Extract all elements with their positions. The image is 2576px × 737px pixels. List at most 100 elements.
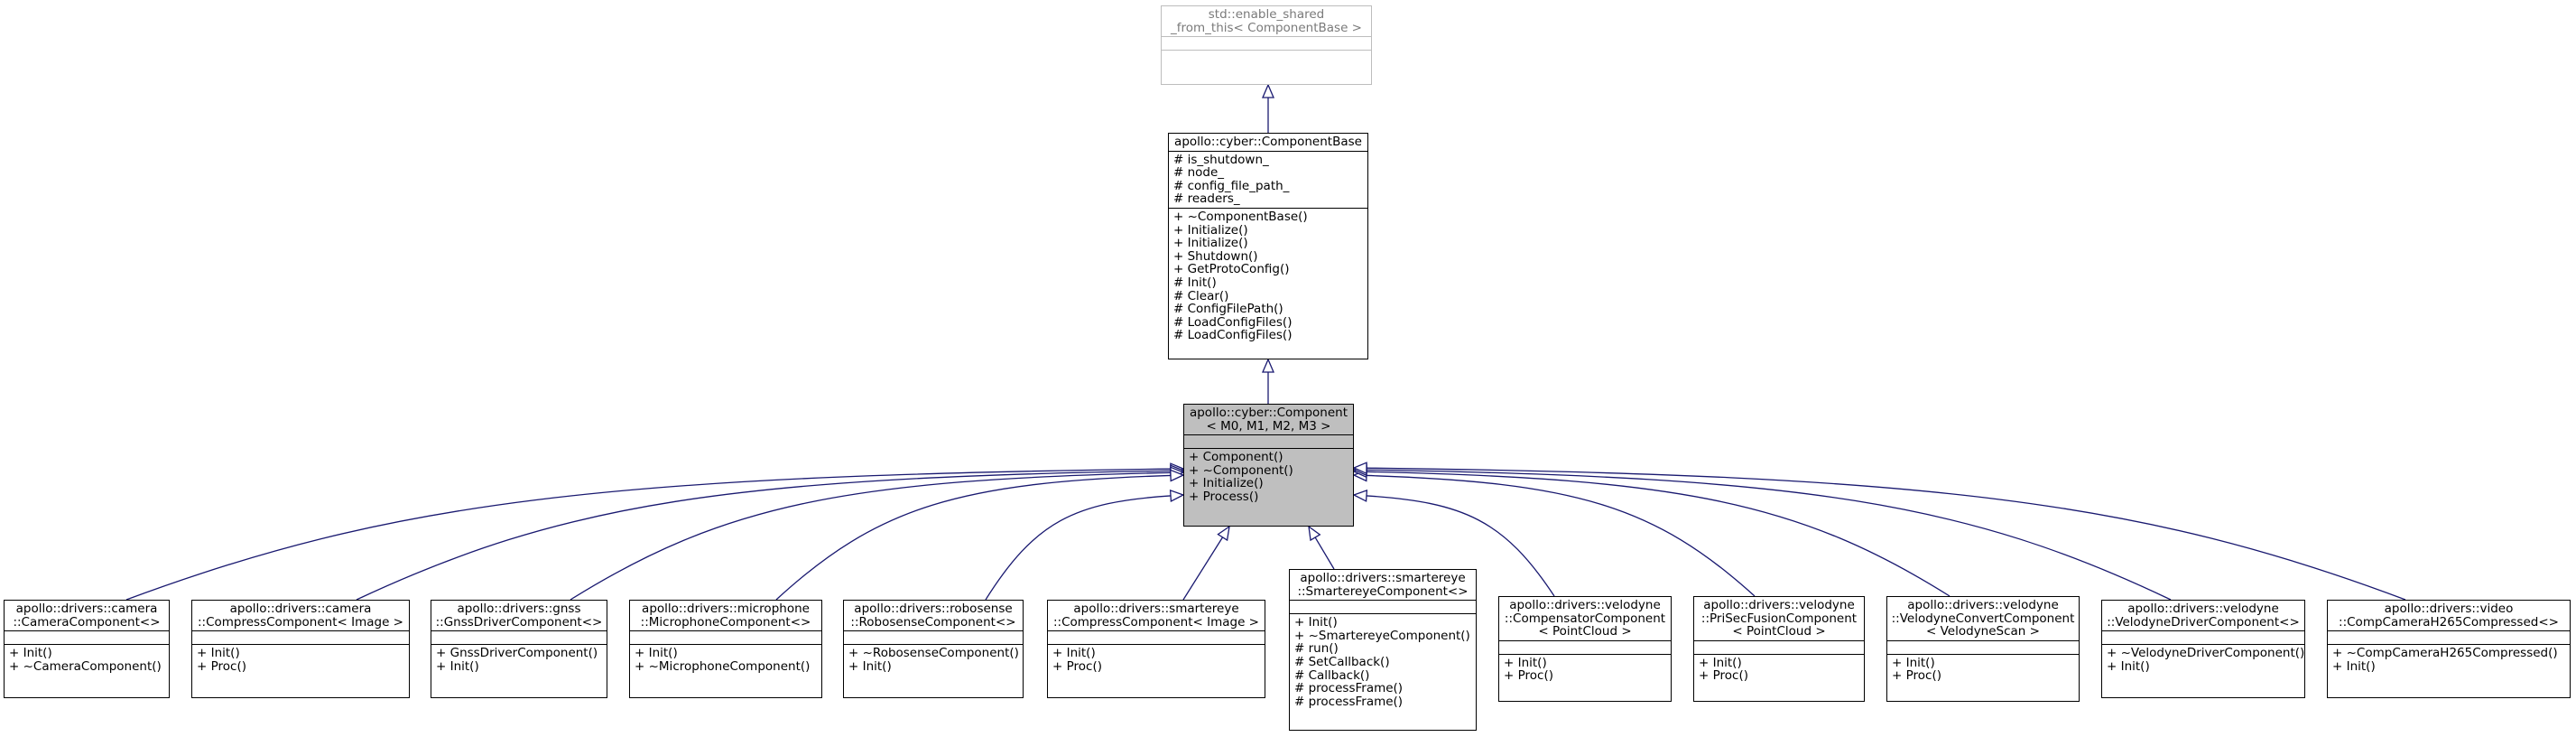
edge-velodyne-driver	[1366, 469, 2172, 601]
class-velodyne-convert-component[interactable]: apollo::drivers::velodyne::VelodyneConve…	[1886, 596, 2080, 702]
edge-velodyne-convert	[1366, 471, 1951, 597]
class-name-line: ::RobosenseComponent<>	[850, 614, 1016, 630]
method: + Init()	[635, 646, 678, 661]
class-name-line: ::CompressComponent< Image >	[1053, 614, 1259, 630]
class-smartereye-component[interactable]: apollo::drivers::smartereye::SmartereyeC…	[1289, 569, 1477, 731]
method: # Callback()	[1294, 667, 1370, 683]
methods-section: + Init()+ Proc()	[1499, 653, 1671, 698]
attributes-section	[192, 630, 409, 644]
method: + Component()	[1189, 450, 1283, 465]
edge-compensator	[1366, 495, 1555, 597]
attributes-section	[1887, 639, 2079, 654]
method: + Proc()	[1699, 668, 1748, 684]
class-name: apollo::drivers::camera::CompressCompone…	[192, 601, 409, 630]
methods-section: + Init()+ Proc()	[1694, 653, 1864, 698]
edge-prisec	[1366, 474, 1756, 597]
method: + Init()	[2107, 658, 2150, 674]
method: + Initialize()	[1173, 236, 1248, 251]
class-smartereye-compress-component[interactable]: apollo::drivers::smartereye::CompressCom…	[1047, 600, 1265, 698]
class-name-line: apollo::drivers::smartereye	[1073, 602, 1239, 616]
methods-section: + ~RobosenseComponent()+ Init()	[844, 644, 1023, 695]
method: # Clear()	[1173, 288, 1229, 303]
class-name-line: apollo::drivers::gnss	[457, 602, 581, 616]
method: + GetProtoConfig()	[1173, 262, 1290, 277]
edge-camera	[125, 468, 1172, 601]
methods-section: + Init()+ ~CameraComponent()	[5, 644, 169, 695]
class-camera-component[interactable]: apollo::drivers::camera::CameraComponent…	[4, 600, 170, 698]
attributes-section: # is_shutdown_# node_# config_file_path_…	[1169, 150, 1367, 208]
edge-smartereye	[1314, 536, 1335, 570]
method: + Init()	[9, 646, 52, 661]
class-name-line: < PointCloud >	[1732, 624, 1826, 639]
class-name-line: apollo::drivers::velodyne	[1509, 598, 1661, 612]
class-microphone-component[interactable]: apollo::drivers::microphone::MicrophoneC…	[629, 600, 822, 698]
method: + ~VelodyneDriverComponent()	[2107, 646, 2305, 661]
method: + ~Component()	[1189, 462, 1293, 478]
method: + Initialize()	[1173, 222, 1248, 238]
methods-section: + GnssDriverComponent()+ Init()	[431, 644, 607, 695]
edge-smartereye-arrowhead	[1308, 525, 1321, 542]
method: # ConfigFilePath()	[1173, 302, 1283, 317]
method: + Init()	[2332, 658, 2376, 674]
methods-section: + ~ComponentBase()+ Initialize()+ Initia…	[1169, 207, 1367, 356]
class-name: apollo::drivers::velodyne::VelodyneConve…	[1887, 597, 2079, 640]
method: + Init()	[197, 646, 240, 661]
edge-compensator-arrowhead	[1352, 489, 1368, 502]
method: + Proc()	[1052, 658, 1102, 674]
method: + ~MicrophoneComponent()	[635, 658, 811, 674]
attributes-section	[431, 630, 607, 644]
method: # processFrame()	[1294, 694, 1404, 709]
class-name: apollo::cyber::Component< M0, M1, M2, M3…	[1184, 405, 1353, 434]
edge-smartereye-compress-arrowhead	[1217, 525, 1230, 542]
method: + Init()	[436, 658, 479, 674]
class-name-line: apollo::drivers::robosense	[854, 602, 1013, 616]
method: + GnssDriverComponent()	[436, 646, 598, 661]
class-name-line: ::VelodyneDriverComponent<>	[2107, 614, 2300, 630]
class-name: std::enable_shared_from_this< ComponentB…	[1162, 6, 1371, 36]
method: + Proc()	[197, 658, 246, 674]
class-name-line: < PointCloud >	[1538, 624, 1632, 639]
class-name-line: std::enable_shared	[1208, 7, 1325, 22]
methods-section: + Init()+ Proc()	[1048, 644, 1265, 695]
methods-section: + Init()+ ~SmartereyeComponent()# run()#…	[1290, 613, 1476, 727]
methods-section: + ~CompCameraH265Compressed()+ Init()	[2328, 644, 2570, 695]
class-component[interactable]: apollo::cyber::Component< M0, M1, M2, M3…	[1183, 404, 1354, 527]
class-compensator-component[interactable]: apollo::drivers::velodyne::CompensatorCo…	[1498, 596, 1672, 702]
class-component-base[interactable]: apollo::cyber::ComponentBase# is_shutdow…	[1168, 133, 1368, 359]
method: + Init()	[1294, 615, 1338, 630]
class-name: apollo::drivers::robosense::RobosenseCom…	[844, 601, 1023, 630]
class-name: apollo::drivers::velodyne::VelodyneDrive…	[2102, 601, 2304, 630]
class-name: apollo::drivers::microphone::MicrophoneC…	[630, 601, 821, 630]
method: + Init()	[1892, 655, 1935, 670]
edge-camera-compress	[356, 470, 1172, 601]
attributes-section	[630, 630, 821, 644]
class-name-line: apollo::drivers::velodyne	[1907, 598, 2059, 612]
class-name: apollo::drivers::camera::CameraComponent…	[5, 601, 169, 630]
class-name-line: ::CameraComponent<>	[13, 614, 161, 630]
method: + Shutdown()	[1173, 248, 1258, 264]
class-comp-camera-h265-compressed[interactable]: apollo::drivers::video::CompCameraH265Co…	[2327, 600, 2571, 698]
class-velodyne-driver-component[interactable]: apollo::drivers::velodyne::VelodyneDrive…	[2101, 600, 2305, 698]
edge-microphone-arrowhead	[1170, 469, 1185, 482]
edge-microphone	[775, 474, 1172, 601]
class-prisec-fusion-component[interactable]: apollo::drivers::velodyne::PriSecFusionC…	[1693, 596, 1865, 702]
class-name: apollo::drivers::gnss::GnssDriverCompone…	[431, 601, 607, 630]
class-robosense-component[interactable]: apollo::drivers::robosense::RobosenseCom…	[843, 600, 1024, 698]
class-name-line: apollo::cyber::Component	[1189, 406, 1348, 420]
attributes-section	[1290, 600, 1476, 613]
class-name-line: apollo::drivers::video	[2384, 602, 2514, 616]
methods-section	[1162, 50, 1371, 81]
method: + Proc()	[1892, 668, 1941, 684]
class-gnss-driver-component[interactable]: apollo::drivers::gnss::GnssDriverCompone…	[431, 600, 607, 698]
methods-section: + ~VelodyneDriverComponent()+ Init()	[2102, 644, 2304, 695]
method: + Initialize()	[1189, 476, 1264, 491]
method: + Init()	[1504, 655, 1547, 670]
edge-gnss	[570, 471, 1172, 601]
class-camera-compress-component[interactable]: apollo::drivers::camera::CompressCompone…	[191, 600, 410, 698]
class-name-line: < VelodyneScan >	[1926, 624, 2040, 639]
class-name: apollo::cyber::ComponentBase	[1169, 134, 1367, 151]
class-std-enable-shared-from-this[interactable]: std::enable_shared_from_this< ComponentB…	[1161, 5, 1372, 85]
method: # SetCallback()	[1294, 654, 1390, 669]
class-name-line: ::GnssDriverComponent<>	[435, 614, 603, 630]
method: + Proc()	[1504, 668, 1553, 684]
